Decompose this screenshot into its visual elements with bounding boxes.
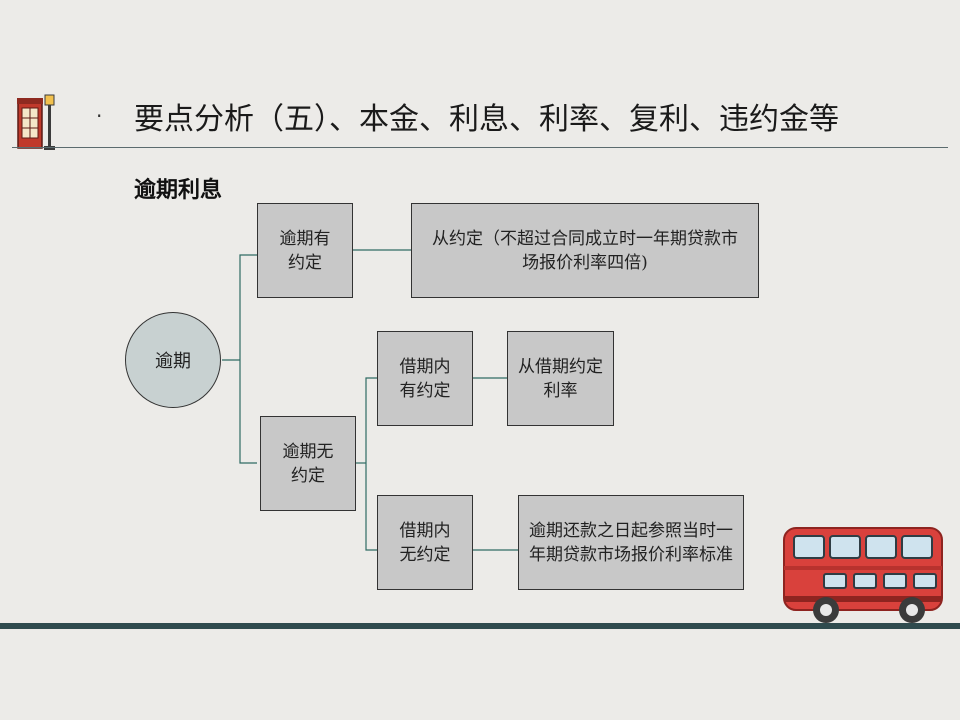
node-within-not-agreed-result-label: 逾期还款之日起参照当时一年期贷款市场报价利率标准 — [529, 520, 733, 565]
section-title: 逾期利息 — [134, 178, 223, 203]
bullet-mark: · — [96, 104, 103, 128]
node-not-agreed: 逾期无约定 — [260, 416, 356, 511]
bracket-level-1 — [239, 254, 257, 464]
node-agreed-label: 逾期有约定 — [279, 228, 331, 273]
bus-icon — [783, 527, 943, 623]
header: · 要点分析（五）、本金、利息、利率、复利、违约金等 — [0, 80, 960, 150]
node-within-agreed-label: 借期内有约定 — [399, 356, 451, 401]
node-within-agreed-result: 从借期约定利率 — [507, 331, 614, 426]
node-within-not-agreed-label: 借期内无约定 — [399, 520, 451, 565]
page-title: 要点分析（五）、本金、利息、利率、复利、违约金等 — [134, 102, 839, 137]
phone-booth-icon — [17, 94, 55, 150]
node-agreed: 逾期有约定 — [257, 203, 353, 298]
node-within-agreed: 借期内有约定 — [377, 331, 473, 426]
bottom-divider — [0, 623, 960, 629]
node-within-agreed-result-label: 从借期约定利率 — [518, 356, 603, 401]
node-agreed-result-label: 从约定（不超过合同成立时一年期贷款市场报价利率四倍) — [432, 228, 738, 273]
node-agreed-result: 从约定（不超过合同成立时一年期贷款市场报价利率四倍) — [411, 203, 759, 298]
bracket-level-2 — [365, 377, 377, 551]
node-within-not-agreed-result: 逾期还款之日起参照当时一年期贷款市场报价利率标准 — [518, 495, 744, 590]
root-node: 逾期 — [125, 312, 221, 408]
title-divider — [12, 147, 948, 148]
node-within-not-agreed: 借期内无约定 — [377, 495, 473, 590]
node-not-agreed-label: 逾期无约定 — [282, 441, 334, 486]
